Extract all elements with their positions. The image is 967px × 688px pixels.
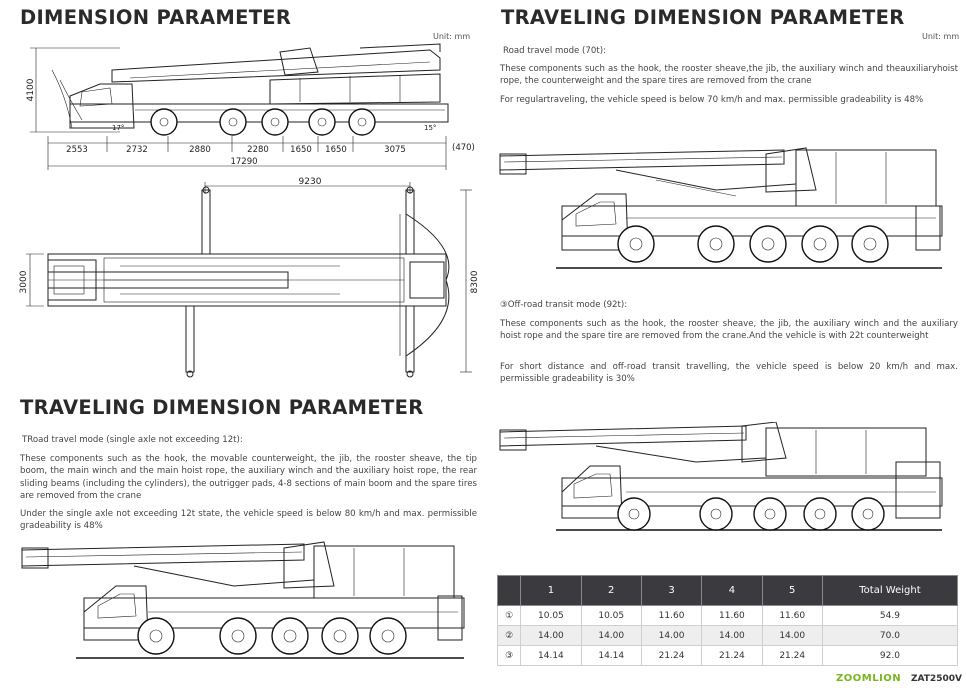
table-header-cell: Total Weight	[821, 575, 959, 606]
crane3-wheels	[137, 617, 407, 655]
single-axle-heading: TRoad travel mode (single axle not excee…	[22, 435, 243, 445]
axle-weight-table: 1 2 3 4 5 Total Weight ① 10.05 10.05 11.…	[496, 575, 959, 666]
angle-right: 15°	[424, 124, 436, 132]
dim-width-outrigger: 8300	[470, 270, 480, 293]
table-cell: 14.00	[580, 625, 642, 646]
brand-logo: ZOOMLION	[836, 673, 902, 684]
crane-offroad-mode-drawing	[499, 422, 943, 531]
traveling-title-left: TRAVELING DIMENSION PARAMETER	[20, 396, 424, 419]
unit-label-right: Unit: mm	[922, 32, 960, 41]
side-wheels	[150, 108, 376, 136]
dim-width-chassis: 3000	[19, 270, 29, 293]
model-name: ZAT2500V	[911, 674, 962, 684]
table-row: ② 14.00 14.00 14.00 14.00 14.00 70.0	[496, 625, 959, 646]
dim-seg-6: 1650	[325, 145, 347, 155]
dim-seg-2: 2732	[126, 145, 148, 155]
table-cell: ①	[496, 605, 522, 626]
dim-height: 4100	[26, 78, 36, 101]
table-cell: 14.14	[580, 645, 642, 666]
road-mode-70-speed: For regulartraveling, the vehicle speed …	[500, 95, 924, 105]
crane-single-axle-drawing	[21, 541, 465, 659]
offroad-mode-desc: These components such as the hook, the r…	[500, 319, 958, 342]
dim-outrigger-span: 9230	[299, 177, 322, 187]
table-cell: 14.00	[701, 625, 763, 646]
table-header-cell	[496, 575, 522, 606]
table-cell: 21.24	[640, 645, 703, 666]
offroad-mode-heading: ③Off-road transit mode (92t):	[500, 300, 628, 310]
table-header-cell: 3	[640, 575, 703, 606]
angle-left: 17°	[112, 124, 124, 132]
table-row: ③ 14.14 14.14 21.24 21.24 21.24 92.0	[496, 645, 959, 666]
crane2-wheels	[617, 497, 885, 531]
table-header-cell: 5	[761, 575, 823, 606]
table-header-row: 1 2 3 4 5 Total Weight	[496, 575, 959, 606]
table-cell: 11.60	[761, 605, 823, 626]
single-axle-speed: Under the single axle not exceeding 12t …	[20, 509, 477, 532]
table-cell: 54.9	[821, 605, 959, 626]
table-header-cell: 4	[701, 575, 763, 606]
dim-total-length: 17290	[230, 157, 257, 167]
table-cell: ③	[496, 645, 522, 666]
table-cell: 10.05	[520, 605, 582, 626]
unit-label-left: Unit: mm	[433, 32, 471, 41]
table-cell: 14.14	[520, 645, 582, 666]
dim-seg-5: 1650	[290, 145, 312, 155]
dim-seg-3: 2880	[189, 145, 211, 155]
traveling-title-right: TRAVELING DIMENSION PARAMETER	[501, 6, 905, 29]
table-header-cell: 2	[580, 575, 642, 606]
dim-extra: (470)	[452, 143, 475, 153]
table-cell: 11.60	[640, 605, 703, 626]
dimension-title: DIMENSION PARAMETER	[20, 6, 292, 29]
crane-road-mode-70-drawing	[499, 147, 943, 269]
road-mode-70-desc: These components such as the hook, the r…	[500, 64, 958, 87]
table-cell: 14.00	[520, 625, 582, 646]
dim-seg-7: 3075	[384, 145, 406, 155]
table-cell: 92.0	[821, 645, 959, 666]
top-view-drawing: 9230 3000 8300	[19, 177, 480, 378]
table-cell: 10.05	[580, 605, 642, 626]
dim-seg-1: 2553	[66, 145, 88, 155]
table-cell: 21.24	[761, 645, 823, 666]
crane1-wheels	[617, 225, 889, 263]
table-cell: ②	[496, 625, 522, 646]
table-row: ① 10.05 10.05 11.60 11.60 11.60 54.9	[496, 605, 959, 626]
dim-seg-4: 2280	[247, 145, 269, 155]
table-cell: 14.00	[640, 625, 703, 646]
single-axle-desc: These components such as the hook, the m…	[20, 454, 477, 502]
table-cell: 11.60	[701, 605, 763, 626]
road-mode-70-heading: Road travel mode (70t):	[503, 46, 606, 56]
side-elevation-drawing: 4100 17° 15° 2553 2732 2880 2280 1650 16…	[26, 43, 475, 170]
table-cell: 21.24	[701, 645, 763, 666]
table-cell: 70.0	[821, 625, 959, 646]
table-cell: 14.00	[761, 625, 823, 646]
offroad-mode-speed: For short distance and off-road transit …	[500, 362, 958, 385]
table-header-cell: 1	[520, 575, 582, 606]
